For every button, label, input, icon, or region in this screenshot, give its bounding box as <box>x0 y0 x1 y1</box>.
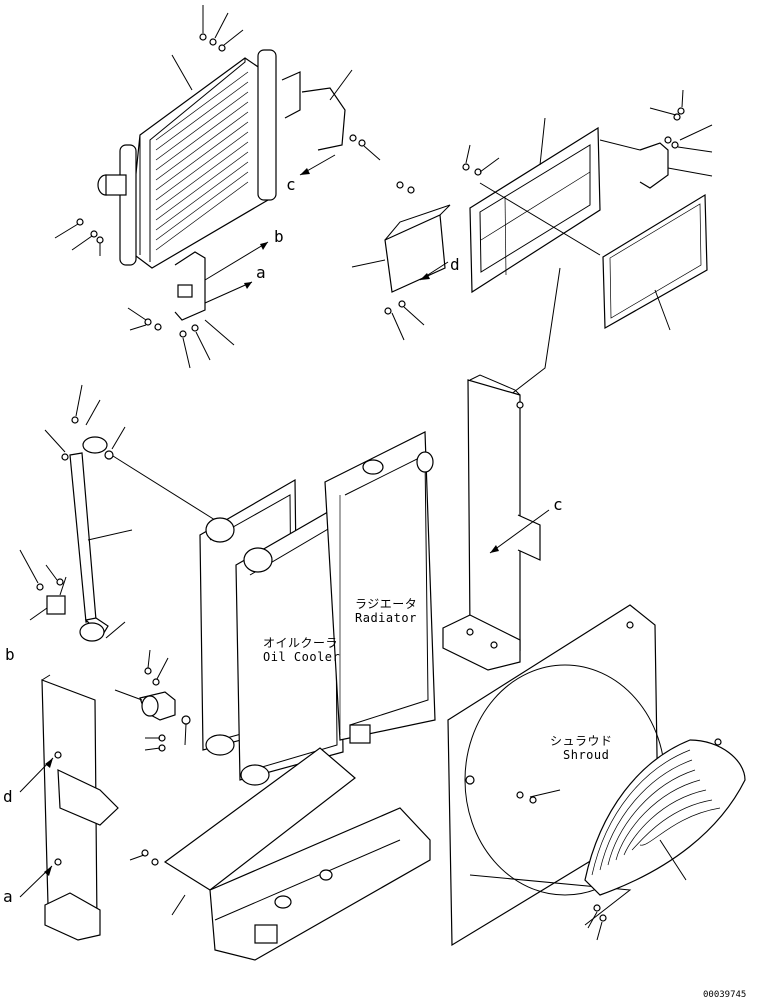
shroud-label-jp: シュラウド <box>550 734 613 748</box>
ref-label-c-top: c <box>286 175 296 194</box>
oil-cooler-pipe <box>19 384 216 642</box>
ref-label-a-left: a <box>3 887 13 906</box>
oil-cooler-label-jp: オイルクーラ <box>263 636 338 650</box>
drawing-number: 00039745 <box>703 990 746 1000</box>
ref-label-a-top: a <box>256 263 266 282</box>
oil-cooler-label-en: Oil Cooler <box>263 650 340 664</box>
radiator-oil-cooler-core <box>199 431 436 786</box>
ref-label-d-top: d <box>450 255 460 274</box>
ref-label-c-right: c <box>553 495 563 514</box>
aftercooler-assembly <box>54 5 381 369</box>
fan-guard <box>584 738 746 896</box>
radiator-label-jp: ラジエータ <box>355 597 417 611</box>
radiator-label-en: Radiator <box>355 611 417 625</box>
cooling-frame-assembly <box>351 89 713 396</box>
under-cover-frame <box>129 747 431 961</box>
ref-label-d-left: d <box>3 787 13 806</box>
radiator-stay-right <box>442 374 550 671</box>
elbow-fitting <box>114 649 191 752</box>
radiator-stay-left <box>19 674 119 941</box>
shroud-assembly <box>447 604 746 947</box>
ref-label-b-left: b <box>5 645 15 664</box>
shroud-label-en: Shroud <box>563 748 609 762</box>
ref-label-b-top: b <box>274 227 284 246</box>
